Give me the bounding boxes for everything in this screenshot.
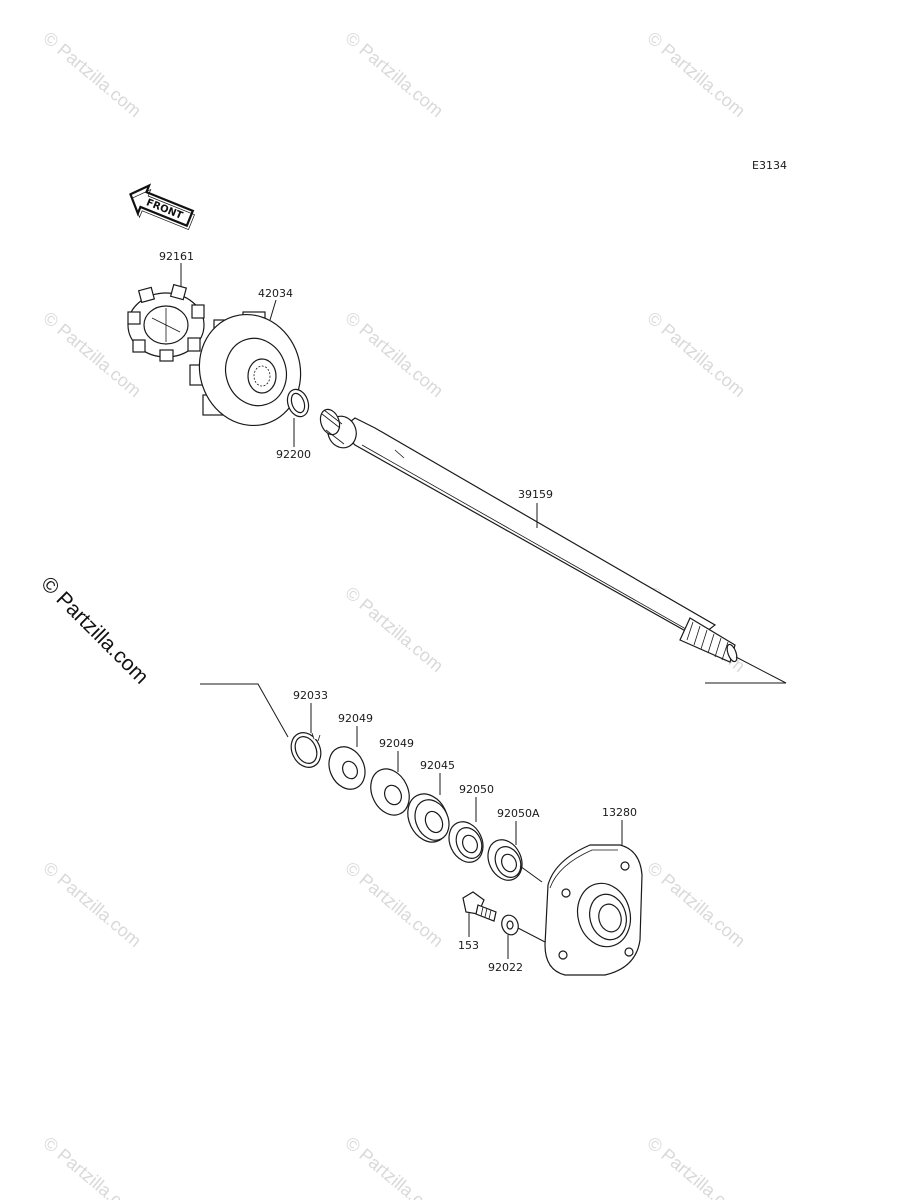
part-42034-coupling: 42034 <box>189 287 302 427</box>
diagram-code: E3134 <box>752 159 787 172</box>
watermark-main: © Partzilla.com <box>36 572 152 688</box>
separation-lines <box>200 656 787 738</box>
part-92022-washer: 92022 <box>488 914 523 974</box>
part-label-92022: 92022 <box>488 961 523 974</box>
part-92049-washer-b: 92049 <box>370 737 414 816</box>
part-92049-washer-a: 92049 <box>328 712 373 790</box>
part-label-92045: 92045 <box>420 759 455 772</box>
watermark: © Partzilla.com <box>341 583 447 676</box>
front-arrow-icon: FRONT <box>129 183 195 231</box>
watermark: © Partzilla.com <box>643 858 749 951</box>
part-label-13280: 13280 <box>602 806 637 819</box>
watermark: © Partzilla.com <box>643 1133 749 1200</box>
part-label-153: 153 <box>458 939 479 952</box>
part-92200-washer: 92200 <box>276 388 311 461</box>
part-13280-housing: 13280 <box>517 806 643 976</box>
part-label-92049-a: 92049 <box>338 712 373 725</box>
part-92161-damper: 92161 <box>127 250 205 362</box>
watermark: © Partzilla.com <box>643 28 749 121</box>
part-153-bolt: 153 <box>458 891 497 952</box>
part-92033-circlip: 92033 <box>290 689 328 768</box>
part-92050-oil-seal: 92050 <box>448 783 494 863</box>
watermark: © Partzilla.com <box>39 858 145 951</box>
watermark: © Partzilla.com <box>341 308 447 401</box>
part-92045-bearing: 92045 <box>407 759 455 843</box>
part-92050A-oil-seal: 92050A <box>487 807 543 883</box>
watermark: © Partzilla.com <box>643 308 749 401</box>
watermark: © Partzilla.com <box>39 28 145 121</box>
watermark: © Partzilla.com <box>341 28 447 121</box>
part-label-92033: 92033 <box>293 689 328 702</box>
part-39159-drive-shaft: 39159 <box>319 408 738 663</box>
part-label-92200: 92200 <box>276 448 311 461</box>
part-label-92161: 92161 <box>159 250 194 263</box>
watermark: © Partzilla.com <box>39 1133 145 1200</box>
watermark: © Partzilla.com <box>341 1133 447 1200</box>
part-label-42034: 42034 <box>258 287 293 300</box>
part-label-39159: 39159 <box>518 488 553 501</box>
part-label-92049-b: 92049 <box>379 737 414 750</box>
watermark: © Partzilla.com <box>341 858 447 951</box>
part-label-92050: 92050 <box>459 783 494 796</box>
part-label-92050A: 92050A <box>497 807 540 820</box>
